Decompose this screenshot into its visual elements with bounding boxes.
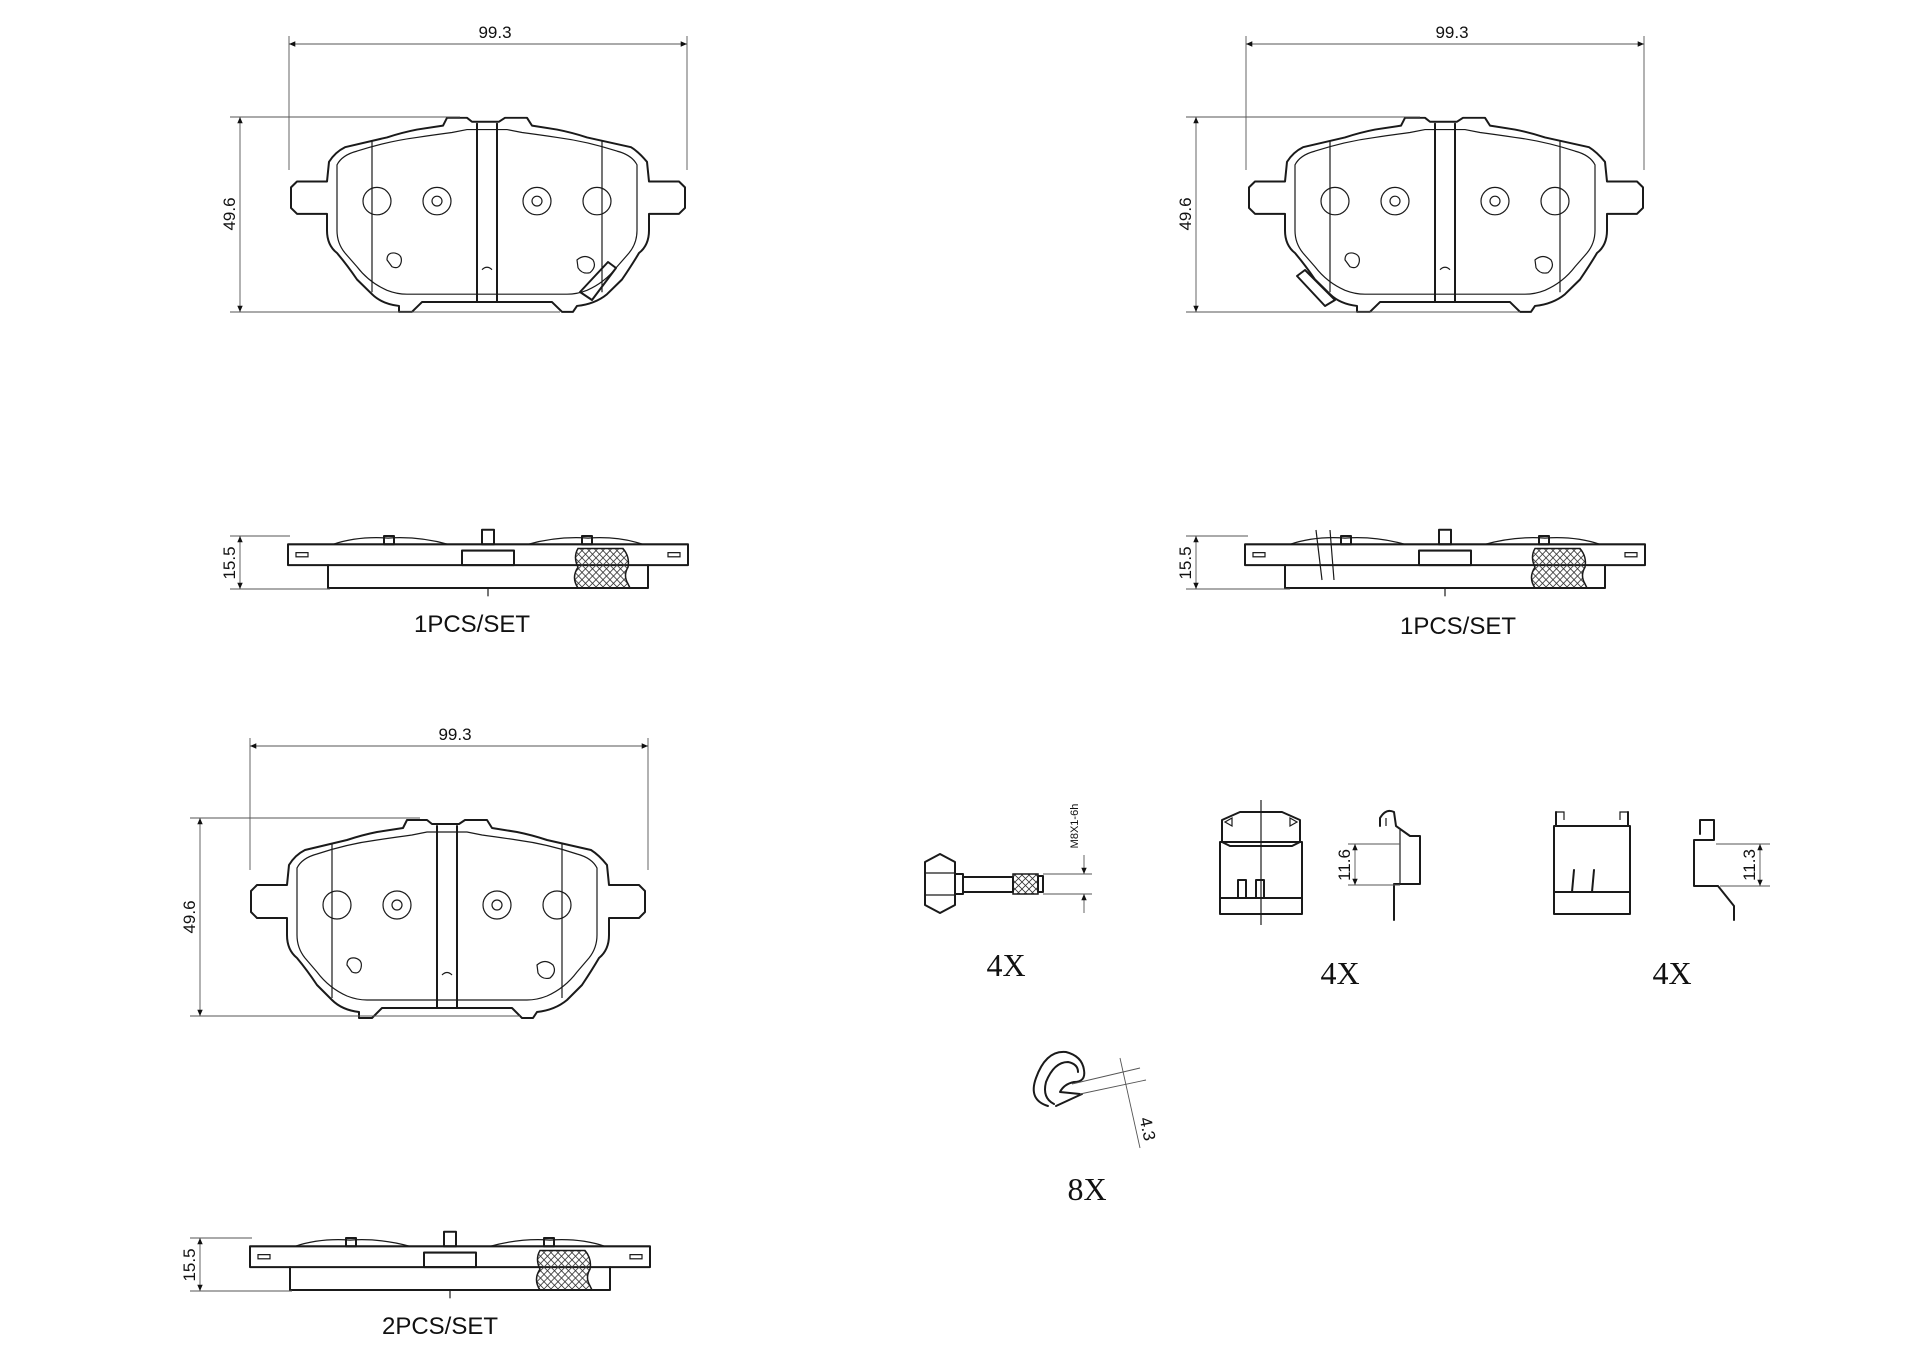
- retaining-clip-a-side: [1379, 809, 1421, 921]
- pad-2-width-label: 99.3: [1435, 23, 1468, 42]
- pad-3-height-label: 49.6: [180, 900, 199, 933]
- pad-2-quantity-label: 1PCS/SET: [1400, 613, 1516, 640]
- pad-3-front-view: [250, 819, 646, 1019]
- pad-2-height-dimension: 49.6: [1176, 116, 1520, 313]
- guide-bolt: [924, 853, 1044, 914]
- pad-3-thickness-dimension: 15.5: [180, 1237, 292, 1292]
- pad-1-width-dimension: 99.3: [288, 23, 688, 170]
- pad-1-height-label: 49.6: [220, 197, 239, 230]
- spring-wire-label: 4.3: [1136, 1115, 1159, 1142]
- clip-b-height-label: 11.3: [1740, 849, 1759, 881]
- pad-1-front-view: [290, 116, 686, 313]
- clip-a-height-label: 11.6: [1335, 849, 1354, 881]
- pad-2-thickness-dimension: 15.5: [1176, 535, 1290, 590]
- pad-2-width-dimension: 99.3: [1245, 23, 1645, 170]
- retaining-clip-b-front: [1553, 811, 1631, 915]
- clip-a-height-dimension: 11.6: [1335, 843, 1400, 886]
- spring-quantity-label: 8X: [1067, 1171, 1106, 1207]
- pad-1-quantity-label: 1PCS/SET: [414, 611, 530, 638]
- retaining-clip-a-front: [1219, 800, 1303, 925]
- pad-1-thickness-label: 15.5: [220, 546, 239, 579]
- retaining-clip-b-side: [1693, 819, 1735, 921]
- pad-1-side-view: [286, 528, 690, 598]
- pad-2-height-label: 49.6: [1176, 197, 1195, 230]
- pad-3-height-dimension: 49.6: [180, 817, 520, 1017]
- pad-3-thickness-label: 15.5: [180, 1248, 199, 1281]
- clip-b-quantity-label: 4X: [1652, 955, 1691, 991]
- pad-2-front-view: [1248, 116, 1644, 313]
- bolt-thread-label: M8X1-6h: [1069, 804, 1081, 849]
- pad-1-thickness-dimension: 15.5: [220, 535, 330, 590]
- anti-rattle-spring: [1032, 1050, 1086, 1107]
- pad-1-height-dimension: 49.6: [220, 116, 560, 313]
- bolt-quantity-label: 4X: [986, 947, 1025, 983]
- pad-3-width-label: 99.3: [438, 725, 471, 744]
- pad-3-width-dimension: 99.3: [249, 725, 649, 870]
- pad-3-side-view: [248, 1230, 652, 1300]
- pad-2-thickness-label: 15.5: [1176, 546, 1195, 579]
- bolt-thread-dimension: M8X1-6h: [1043, 804, 1092, 913]
- spring-wire-dimension: 4.3: [1071, 1057, 1159, 1149]
- pad-2-side-view: [1243, 528, 1647, 598]
- pad-1-width-label: 99.3: [478, 23, 511, 42]
- clip-b-height-dimension: 11.3: [1716, 843, 1770, 887]
- pad-3-quantity-label: 2PCS/SET: [382, 1313, 498, 1340]
- clip-a-quantity-label: 4X: [1320, 955, 1359, 991]
